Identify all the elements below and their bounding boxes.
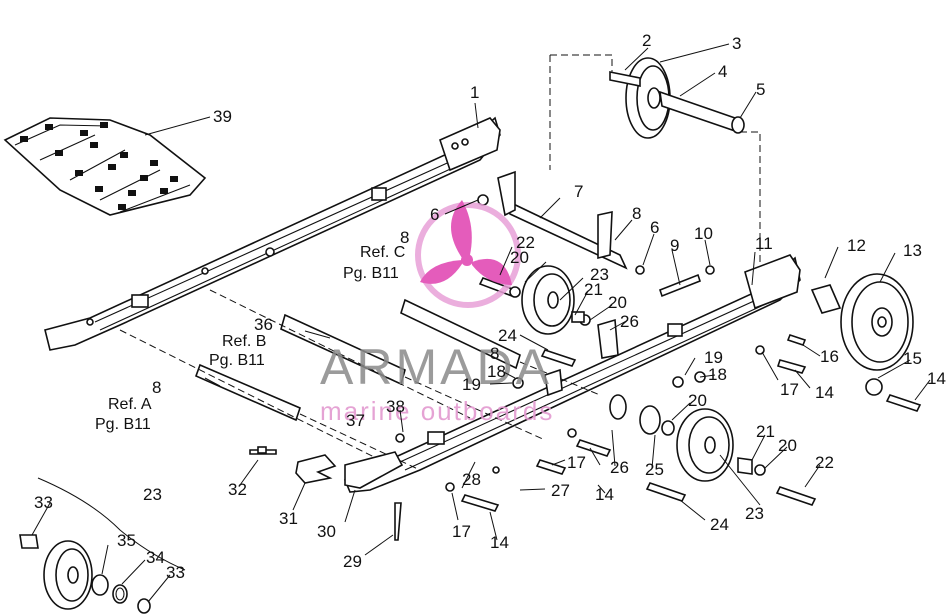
ref-b-line1: Ref. B — [222, 333, 266, 350]
ref-a-line1: Ref. A — [108, 396, 152, 413]
spacer-bushings — [609, 394, 675, 436]
callout-label: 20 — [778, 436, 797, 455]
callout-label: 3 — [732, 34, 741, 53]
rail-slide-tip — [257, 446, 404, 489]
callout-label: 32 — [228, 480, 247, 499]
cross-shafts — [119, 198, 628, 471]
callout-label: 6 — [650, 218, 659, 237]
callout-label: 20 — [510, 248, 529, 267]
callout-label: 28 — [462, 470, 481, 489]
callout-label: 22 — [815, 453, 834, 472]
callout-label: 10 — [694, 224, 713, 243]
watermark-brand: ARMADA — [320, 339, 552, 395]
callout-label: 20 — [688, 391, 707, 410]
ref-b-line2: Pg. B11 — [209, 352, 265, 369]
ref-c-line2: Pg. B11 — [343, 265, 399, 282]
left-rail — [44, 116, 501, 351]
callout-label: 17 — [567, 453, 586, 472]
callout-label: 14 — [490, 533, 509, 552]
axle-alignment-line-b — [740, 131, 761, 280]
callout-label: 1 — [470, 83, 479, 102]
callout-label: 36 — [254, 315, 273, 334]
callout-label: 25 — [645, 460, 664, 479]
callout-label: 20 — [608, 293, 627, 312]
callout-label: 30 — [317, 522, 336, 541]
callout-label: 39 — [213, 107, 232, 126]
callout-label: 33 — [34, 493, 53, 512]
callout-label: 31 — [279, 509, 298, 528]
callout-label: 14 — [927, 369, 946, 388]
callout-label: 22 — [516, 233, 535, 252]
reference-notes: Ref. C Pg. B11 Ref. B Pg. B11 Ref. A Pg.… — [95, 244, 405, 433]
axle-alignment-line-a — [549, 54, 613, 170]
callout-label: 24 — [710, 515, 729, 534]
callout-label: 37 — [346, 411, 365, 430]
callout-label: 19 — [462, 375, 481, 394]
callout-label: 38 — [386, 397, 405, 416]
callout-label: 27 — [551, 481, 570, 500]
wheel-kit — [19, 477, 186, 614]
callout-label: 15 — [903, 349, 922, 368]
callout-label: 35 — [117, 531, 136, 550]
callout-label: 16 — [820, 347, 839, 366]
callout-label: 5 — [756, 80, 765, 99]
callout-label: 23 — [590, 265, 609, 284]
callout-label: 26 — [610, 458, 629, 477]
callout-label: 33 — [166, 563, 185, 582]
watermark-logo — [415, 200, 521, 308]
watermark-tagline: marine outboards — [320, 396, 554, 426]
callout-label: 8 — [490, 344, 499, 363]
callout-label: 17 — [452, 522, 471, 541]
callout-label: 17 — [780, 380, 799, 399]
idler-wheel-upper — [521, 265, 585, 335]
right-rail — [343, 254, 801, 493]
callout-labels: 1 2 3 4 5 6 6 7 8 8 8 8 9 10 11 12 13 14… — [34, 31, 946, 582]
callout-label: 8 — [632, 204, 641, 223]
callout-label: 9 — [670, 236, 679, 255]
callout-label: 14 — [595, 485, 614, 504]
callout-label: 6 — [430, 205, 439, 224]
idler-wheel-lower — [676, 408, 766, 482]
callout-label: 19 — [704, 348, 723, 367]
callout-label: 8 — [400, 228, 409, 247]
callout-label: 23 — [143, 485, 162, 504]
ref-c-line1: Ref. C — [360, 244, 405, 261]
idler-wheel-large — [810, 273, 914, 396]
track-segment — [3, 117, 207, 216]
callout-label: 2 — [642, 31, 651, 50]
callout-label: 13 — [903, 241, 922, 260]
leader-lines — [31, 43, 931, 603]
rear-axle-assembly — [609, 57, 745, 139]
callout-label: 34 — [146, 548, 165, 567]
callout-label: 18 — [708, 365, 727, 384]
callout-label: 4 — [718, 62, 727, 81]
callout-label: 18 — [487, 362, 506, 381]
ref-a-line2: Pg. B11 — [95, 416, 151, 433]
callout-label: 7 — [574, 182, 583, 201]
callout-label: 11 — [755, 234, 773, 253]
fasteners — [249, 194, 922, 541]
callout-label: 21 — [584, 280, 603, 299]
callout-label: 23 — [745, 504, 764, 523]
callout-label: 14 — [815, 383, 834, 402]
callout-label: 21 — [756, 422, 775, 441]
suspension-bracket — [497, 170, 619, 397]
callout-label: 12 — [847, 236, 866, 255]
callout-label: 24 — [498, 326, 517, 345]
callout-label: 29 — [343, 552, 362, 571]
callout-label: 26 — [620, 312, 639, 331]
callout-label: 8 — [152, 378, 161, 397]
